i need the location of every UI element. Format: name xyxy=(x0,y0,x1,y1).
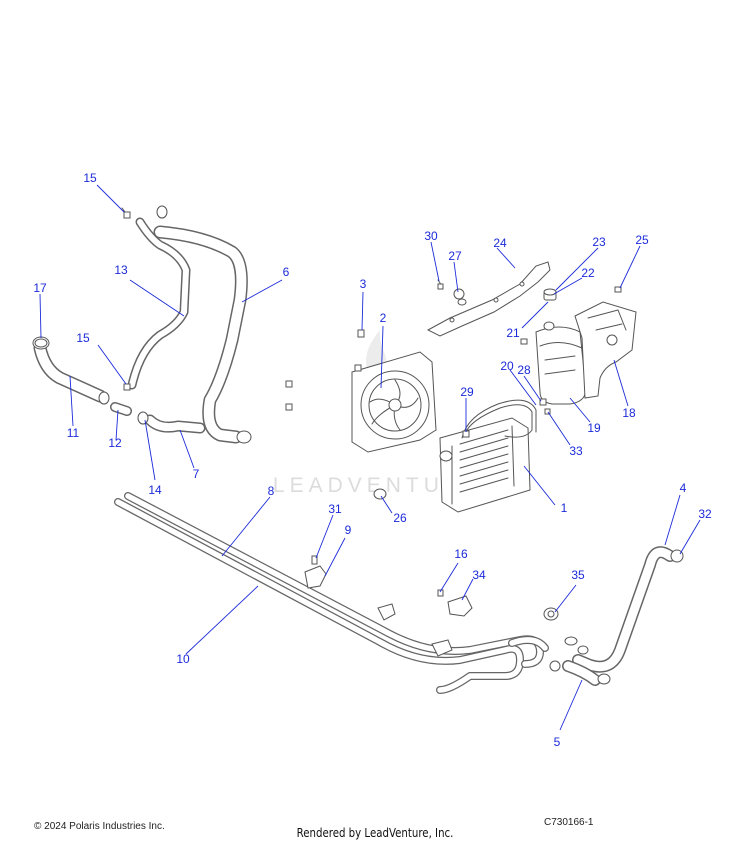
callout-3: 3 xyxy=(360,277,367,291)
callout-30: 30 xyxy=(424,229,438,243)
callout-8: 8 xyxy=(268,484,275,498)
hose-4 xyxy=(572,546,676,673)
callout-23: 23 xyxy=(592,235,606,249)
callout-7: 7 xyxy=(193,467,200,481)
callout-25: 25 xyxy=(635,233,649,247)
callout-34: 34 xyxy=(472,568,486,582)
callout-22: 22 xyxy=(581,266,595,280)
callout-20: 20 xyxy=(500,359,514,373)
callout-26: 26 xyxy=(393,511,407,525)
hose-13 xyxy=(127,217,191,390)
callout-11: 11 xyxy=(67,426,80,440)
callout-12: 12 xyxy=(108,436,122,450)
overflow-line-20 xyxy=(461,399,537,439)
callout-32: 32 xyxy=(698,507,712,521)
callout-27: 27 xyxy=(448,249,462,263)
callout-21: 21 xyxy=(506,326,520,340)
hose-6 xyxy=(153,205,252,444)
sensor-34 xyxy=(437,589,473,617)
bracket-24 xyxy=(426,261,551,337)
grommet-26 xyxy=(373,488,387,500)
fan-shroud-2 xyxy=(351,351,437,453)
callout-35: 35 xyxy=(571,568,585,582)
bolt-30 xyxy=(437,279,444,290)
radiator-1 xyxy=(439,417,531,513)
hardware-28-33 xyxy=(520,338,551,415)
callout-2: 2 xyxy=(380,311,387,325)
clamp-14 xyxy=(137,411,149,425)
watermark-text: LEADVENTURE xyxy=(273,474,483,497)
callout-1: 1 xyxy=(561,501,568,515)
callout-9: 9 xyxy=(345,523,352,537)
clamp-17 xyxy=(34,338,48,348)
callout-16: 16 xyxy=(454,547,468,561)
mount-nuts xyxy=(285,380,293,411)
coolant-tube-8-10 xyxy=(114,492,549,694)
callout-31: 31 xyxy=(328,502,342,516)
reservoir-cap-22-23 xyxy=(543,288,557,301)
callout-5: 5 xyxy=(554,735,561,749)
clip-lower-b xyxy=(431,639,453,657)
callout-10: 10 xyxy=(176,652,190,666)
callout-4: 4 xyxy=(680,481,687,495)
figure-id: C730166-1 xyxy=(544,817,594,828)
coolant-reservoir-19 xyxy=(535,321,587,405)
callout-18: 18 xyxy=(622,406,636,420)
grommet-27 xyxy=(453,288,467,306)
callout-24: 24 xyxy=(493,236,507,250)
callout-19: 19 xyxy=(587,421,601,435)
fastener-15-lower xyxy=(123,383,131,391)
callout-6: 6 xyxy=(283,265,290,279)
callout-labels: 1 2 3 4 5 6 7 8 9 10 11 12 13 14 15 15 1… xyxy=(33,171,712,749)
callout-29: 29 xyxy=(460,385,474,399)
callout-15-lower: 15 xyxy=(76,331,90,345)
hose-5 xyxy=(549,636,611,686)
fastener-3 xyxy=(357,329,365,338)
callout-15-upper: 15 xyxy=(83,171,97,185)
connector-12 xyxy=(110,402,132,416)
hose-7 xyxy=(144,414,206,434)
fastener-25 xyxy=(614,286,622,293)
clamp-35 xyxy=(543,607,559,621)
copyright-text: © 2024 Polaris Industries Inc. xyxy=(34,821,165,832)
reservoir-bracket-18 xyxy=(574,301,637,399)
clamp-32 xyxy=(670,549,684,563)
callout-28: 28 xyxy=(517,363,531,377)
fastener-15-upper xyxy=(121,207,131,219)
callout-33: 33 xyxy=(569,444,583,458)
callout-14: 14 xyxy=(148,483,162,497)
clip-lower-a xyxy=(377,603,396,621)
clip-9 xyxy=(304,555,327,589)
callout-17: 17 xyxy=(33,281,47,295)
callout-13: 13 xyxy=(114,263,128,277)
rendered-by-text: Rendered by LeadVenture, Inc. xyxy=(296,826,454,840)
callout-leaders xyxy=(39,184,701,731)
